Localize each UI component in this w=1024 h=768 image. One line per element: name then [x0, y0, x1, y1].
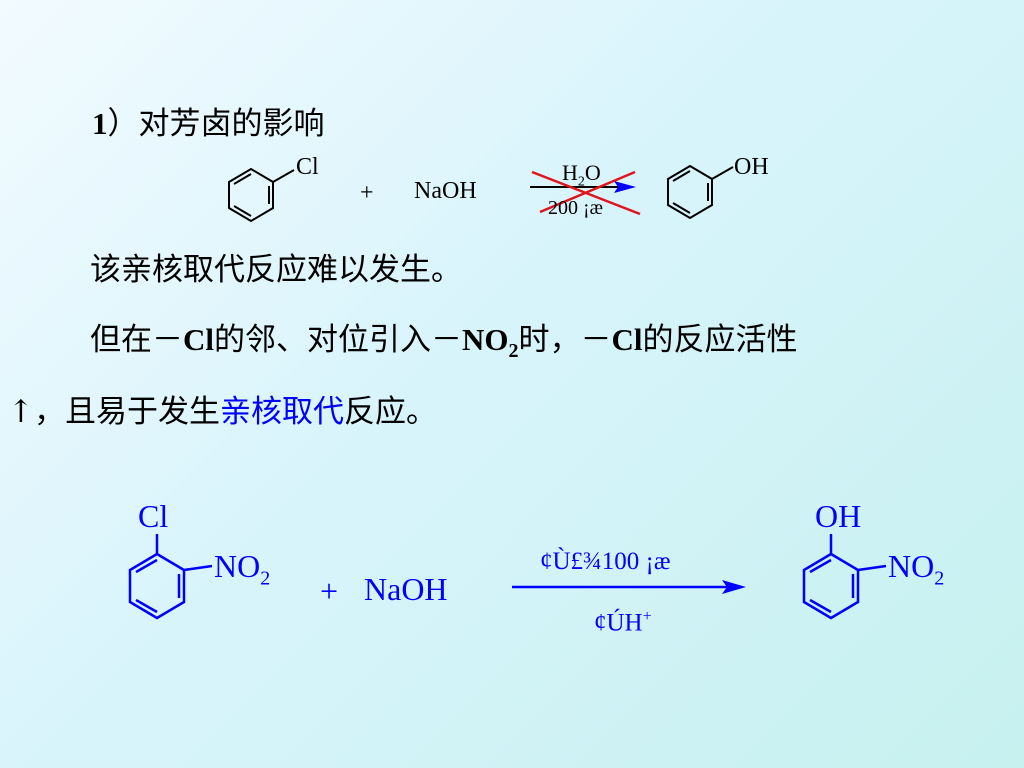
cond2-bottom-sup: + [642, 608, 652, 625]
line2-e: 时，－ [518, 322, 612, 358]
line3-a: ↑，且易于发生 [8, 394, 220, 430]
reactant-2-no2-sub: 2 [260, 567, 271, 590]
line3-highlight: 亲核取代 [219, 394, 344, 430]
reaction-arrow-1 [530, 181, 636, 193]
section-heading: 1）对芳卤的影响 [92, 104, 325, 144]
line2-g: 的反应活性 [642, 322, 798, 358]
heading-paren: ） [107, 106, 139, 142]
product-1-substituent: OH [734, 154, 769, 180]
line2-cl-2: Cl [611, 322, 643, 357]
text-line-3: ↑，且易于发生亲核取代反应。 [8, 392, 437, 432]
reaction-arrow-2 [512, 580, 746, 594]
cond-top-tail: O [584, 160, 601, 185]
benzene-ring-reactant-1 [228, 167, 295, 223]
reactant-2-no2-main: NO [214, 548, 261, 584]
cond2-bottom-main: ¢ÚH [594, 609, 643, 637]
product-2-no2-sub: 2 [934, 567, 945, 590]
line2-no2-sub: 2 [508, 340, 519, 363]
reactant-1-substituent: Cl [296, 154, 319, 180]
line3-c: 反应。 [343, 394, 437, 430]
benzene-ring-reactant-2 [128, 534, 213, 620]
line2-no2: NO [462, 322, 509, 357]
blocked-cross-icon [531, 170, 641, 216]
reaction-1-condition-bottom: 200 ¡æ [548, 197, 603, 219]
benzene-ring-product-1 [667, 164, 734, 220]
reaction-1-condition-top: H2O [562, 160, 601, 195]
reaction-1-plus: + [360, 180, 374, 206]
text-line-1: 该亲核取代反应难以发生。 [90, 252, 462, 288]
cond-top-sub: 2 [577, 174, 585, 190]
product-2-no2: NO2 [888, 548, 944, 596]
line2-cl-1: Cl [183, 322, 214, 357]
cond-top-main: H [562, 160, 578, 185]
reaction-2-condition-top: ¢Ù£¾100 ¡æ [540, 548, 671, 575]
reaction-1-reagent: NaOH [414, 178, 477, 204]
line2-c: 的邻、对位引入－ [214, 322, 462, 358]
product-2-no2-main: NO [888, 548, 935, 584]
reaction-2-plus: + [320, 573, 339, 609]
heading-number: 1 [92, 106, 108, 141]
line2-a: 但在－ [90, 322, 183, 358]
reaction-2-reagent: NaOH [364, 571, 448, 607]
reactant-2-no2: NO2 [214, 548, 270, 596]
product-2-oh: OH [815, 498, 862, 534]
benzene-ring-product-2 [802, 534, 887, 620]
reaction-2-condition-bottom: ¢ÚH+ [594, 602, 652, 638]
reactant-2-cl: Cl [138, 498, 169, 534]
text-line-2: 但在－Cl的邻、对位引入－NO2时，－Cl的反应活性 [90, 320, 798, 371]
heading-text: 对芳卤的影响 [138, 106, 325, 142]
